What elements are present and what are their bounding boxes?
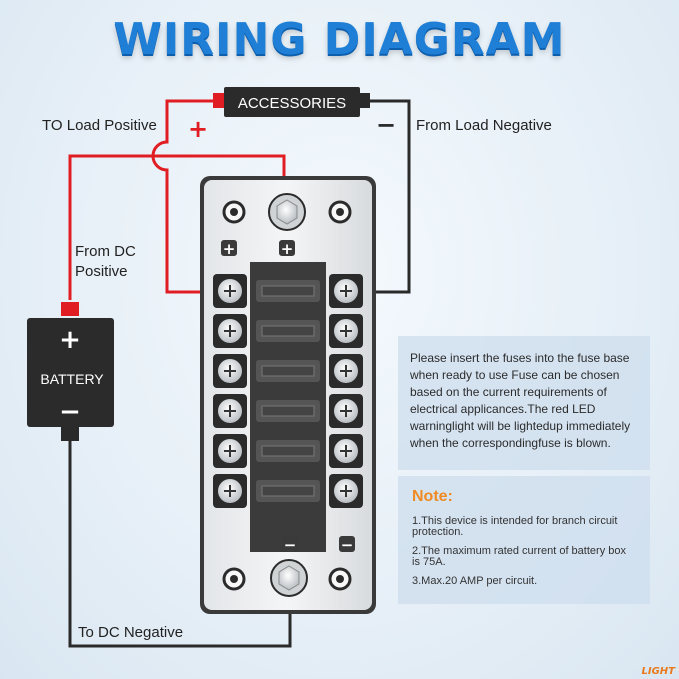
note-item-2: 2.The maximum rated current of battery b… — [412, 545, 626, 568]
accessories-minus-sign: − — [376, 111, 396, 139]
wire-load-positive — [151, 99, 228, 294]
from-load-negative-label: From Load Negative — [416, 117, 552, 134]
fusebox-minus-marker-2: − — [341, 536, 354, 554]
wire-load-negative — [348, 99, 411, 294]
page-title: WIRING DIAGRAM — [113, 14, 566, 65]
accessories-label: ACCESSORIES — [238, 95, 346, 112]
fusebox-plus-marker-1: + — [223, 240, 236, 258]
from-dc-positive-label-line2: Positive — [75, 263, 128, 280]
fusebox-minus-marker-1: − — [284, 536, 297, 554]
terminal-screw-marks — [224, 285, 352, 497]
note-title: Note: — [412, 488, 453, 505]
fuse-box: + + − − — [200, 176, 376, 614]
battery-label: BATTERY — [40, 371, 104, 387]
info-panel: Please insert the fuses into the fuse ba… — [398, 336, 650, 470]
note-item-3: 3.Max.20 AMP per circuit. — [412, 575, 538, 587]
accessories-component: ACCESSORIES — [213, 87, 370, 117]
battery-component: + BATTERY − — [27, 302, 114, 441]
from-dc-positive-label-line1: From DC — [75, 243, 136, 260]
positive-stud — [268, 193, 306, 231]
battery-minus-sign: − — [59, 397, 81, 427]
info-text: Please insert the fuses into the fuse ba… — [410, 351, 631, 450]
to-dc-negative-label: To DC Negative — [78, 624, 184, 641]
fusebox-plus-marker-2: + — [281, 240, 294, 258]
negative-stud — [270, 559, 308, 597]
wire-dc-negative — [68, 438, 292, 648]
note-panel: Note: 1.This device is intended for bran… — [398, 476, 650, 604]
brand-logo: LIGHT — [641, 666, 676, 677]
note-item-1: 1.This device is intended for branch cir… — [412, 515, 618, 538]
to-load-positive-label: TO Load Positive — [42, 117, 157, 134]
battery-plus-sign: + — [59, 325, 81, 355]
negative-wires — [68, 99, 411, 648]
accessories-plus-sign: + — [188, 115, 208, 143]
